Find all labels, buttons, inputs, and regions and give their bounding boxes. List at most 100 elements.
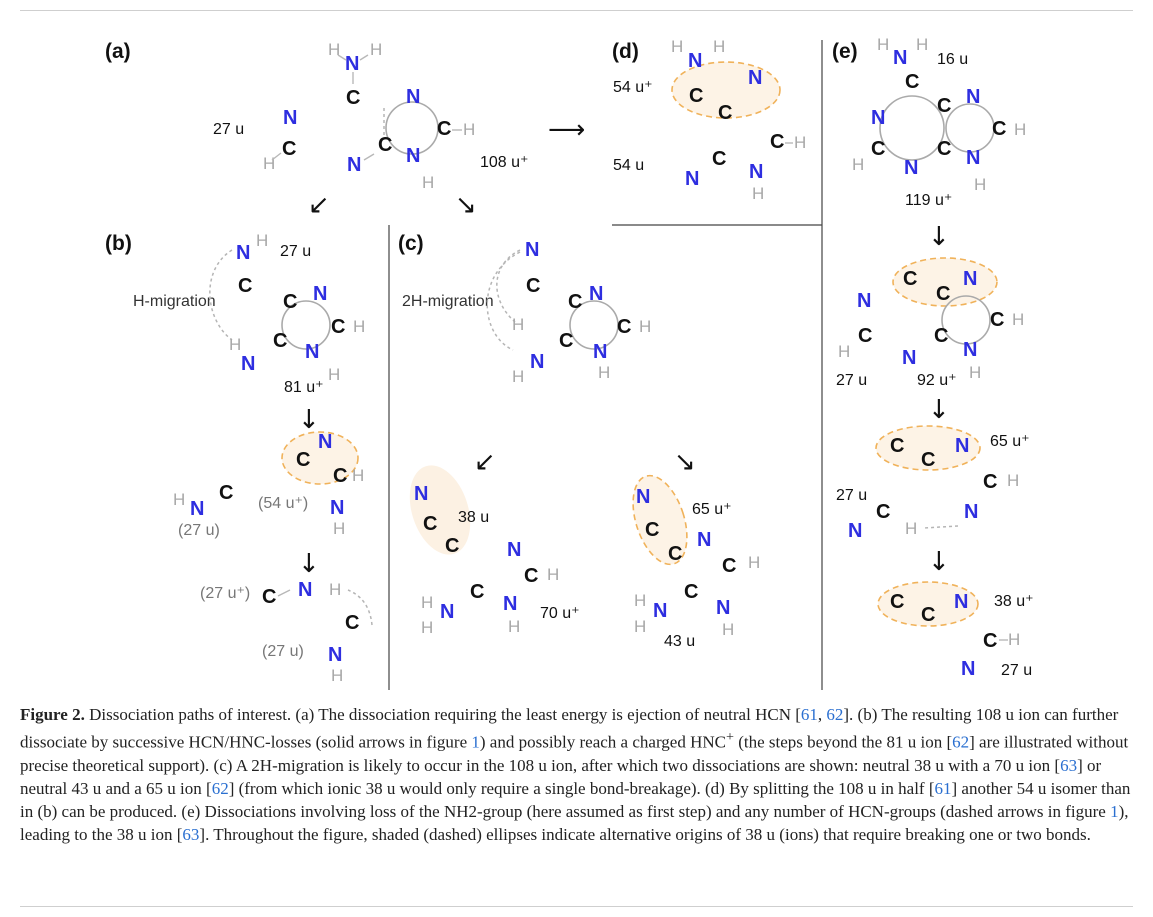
atom-h: H (722, 620, 734, 639)
bond (359, 54, 369, 61)
ref-link-fig-1[interactable]: 1 (1110, 801, 1119, 821)
shaded-ellipse (671, 61, 781, 119)
arrow-down: ↓ (928, 395, 950, 425)
mass-38p-e: 38 u⁺ (994, 593, 1034, 610)
atom-c: C (559, 330, 573, 352)
atom-c: C (273, 330, 287, 352)
atom-c: C (934, 325, 948, 347)
atom-n: N (503, 593, 517, 615)
atom-c: C (423, 513, 437, 535)
mass-16-e: 16 u (937, 51, 968, 68)
mass-70-c: 70 u⁺ (540, 605, 580, 622)
atom-n: N (406, 86, 420, 108)
atom-c: C (876, 501, 890, 523)
mass-27-par-b: (27 u) (178, 522, 220, 539)
ref-link-62[interactable]: 62 (826, 705, 844, 724)
atom-c: C (890, 435, 904, 457)
atom-h: H (421, 618, 433, 637)
atom-h: H (838, 342, 850, 361)
atom-n: N (902, 347, 916, 369)
bottom-rule (20, 906, 1133, 907)
atom-c: C (262, 586, 276, 608)
atom-h: H (969, 363, 981, 382)
mass-27-e: 27 u (836, 372, 867, 389)
ref-link-fig-1[interactable]: 1 (471, 732, 480, 752)
migration-path (496, 249, 521, 323)
atom-c: C (345, 612, 359, 634)
atom-c: C (770, 131, 784, 153)
atom-n: N (749, 161, 763, 183)
atom-h: H (916, 35, 928, 54)
ref-link-62[interactable]: 62 (952, 732, 970, 752)
atom-c: C (937, 95, 951, 117)
shaded-ellipse (632, 474, 688, 566)
arrow-down: ↓ (298, 405, 320, 435)
atom-n: N (241, 353, 255, 375)
atom-c: C (617, 316, 631, 338)
atom-c: C (905, 71, 919, 93)
atom-c: C (937, 138, 951, 160)
atom-n: N (966, 147, 980, 169)
atom-h: H (173, 490, 185, 509)
caption-text: ), leading to the 38 u ion [ (20, 801, 1129, 844)
atom-n: N (525, 239, 539, 261)
bond (337, 54, 347, 61)
atom-h: H (370, 40, 382, 59)
migration-path (347, 589, 373, 626)
atom-h: H (905, 519, 917, 538)
arrow-down-left: ↙ (308, 190, 330, 220)
aromatic-ring (945, 103, 995, 153)
atom-h: H (713, 37, 725, 56)
atom-c: C (331, 316, 345, 338)
atom-h: H (512, 315, 524, 334)
mass-27-a: 27 u (213, 121, 244, 138)
caption-text: ] (from which ionic 38 u would only requ… (228, 778, 935, 798)
atom-c: C (722, 555, 736, 577)
atom-n: N (963, 339, 977, 361)
panel-label-b: (b) (105, 232, 132, 255)
atom-n: N (857, 290, 871, 312)
atom-h: H (794, 133, 806, 152)
atom-n: N (893, 47, 907, 69)
aromatic-ring (879, 95, 945, 161)
aromatic-ring (569, 300, 619, 350)
ref-link-62[interactable]: 62 (211, 778, 229, 798)
atom-h: H (547, 565, 559, 584)
mass-27-e2: 27 u (836, 487, 867, 504)
mass-92-e: 92 u⁺ (917, 372, 957, 389)
atom-c: C (712, 148, 726, 170)
atom-n: N (530, 351, 544, 373)
atom-n: N (748, 67, 762, 89)
shaded-ellipse (875, 425, 981, 471)
bond (277, 589, 291, 597)
atom-n: N (347, 154, 361, 176)
atom-h: H (256, 231, 268, 250)
mass-81-b: 81 u⁺ (284, 379, 324, 396)
atom-c: C (921, 604, 935, 626)
atom-n: N (904, 157, 918, 179)
ref-link-61[interactable]: 61 (800, 705, 818, 724)
atom-c: C (219, 482, 233, 504)
ref-link-63[interactable]: 63 (182, 824, 200, 844)
atom-n: N (963, 268, 977, 290)
atom-h: H (328, 40, 340, 59)
atom-c: C (983, 471, 997, 493)
migration-path (209, 249, 233, 341)
caption-text: ]. Throughout the figure, shaded (dashed… (199, 824, 1091, 844)
atom-h: H (331, 666, 343, 685)
atom-c: C (936, 283, 950, 305)
arrow-down: ↓ (928, 222, 950, 252)
atom-h: H (421, 593, 433, 612)
atom-n: N (313, 283, 327, 305)
atom-c: C (333, 465, 347, 487)
ref-link-63[interactable]: 63 (1060, 755, 1078, 775)
mass-54-d: 54 u (613, 157, 644, 174)
atom-n: N (406, 145, 420, 167)
atom-c: C (645, 519, 659, 541)
arrow-down: ↓ (298, 549, 320, 579)
ref-link-61[interactable]: 61 (934, 778, 952, 798)
panel-label-d: (d) (612, 40, 639, 63)
atom-n: N (685, 168, 699, 190)
mass-119-e: 119 u⁺ (905, 192, 952, 209)
